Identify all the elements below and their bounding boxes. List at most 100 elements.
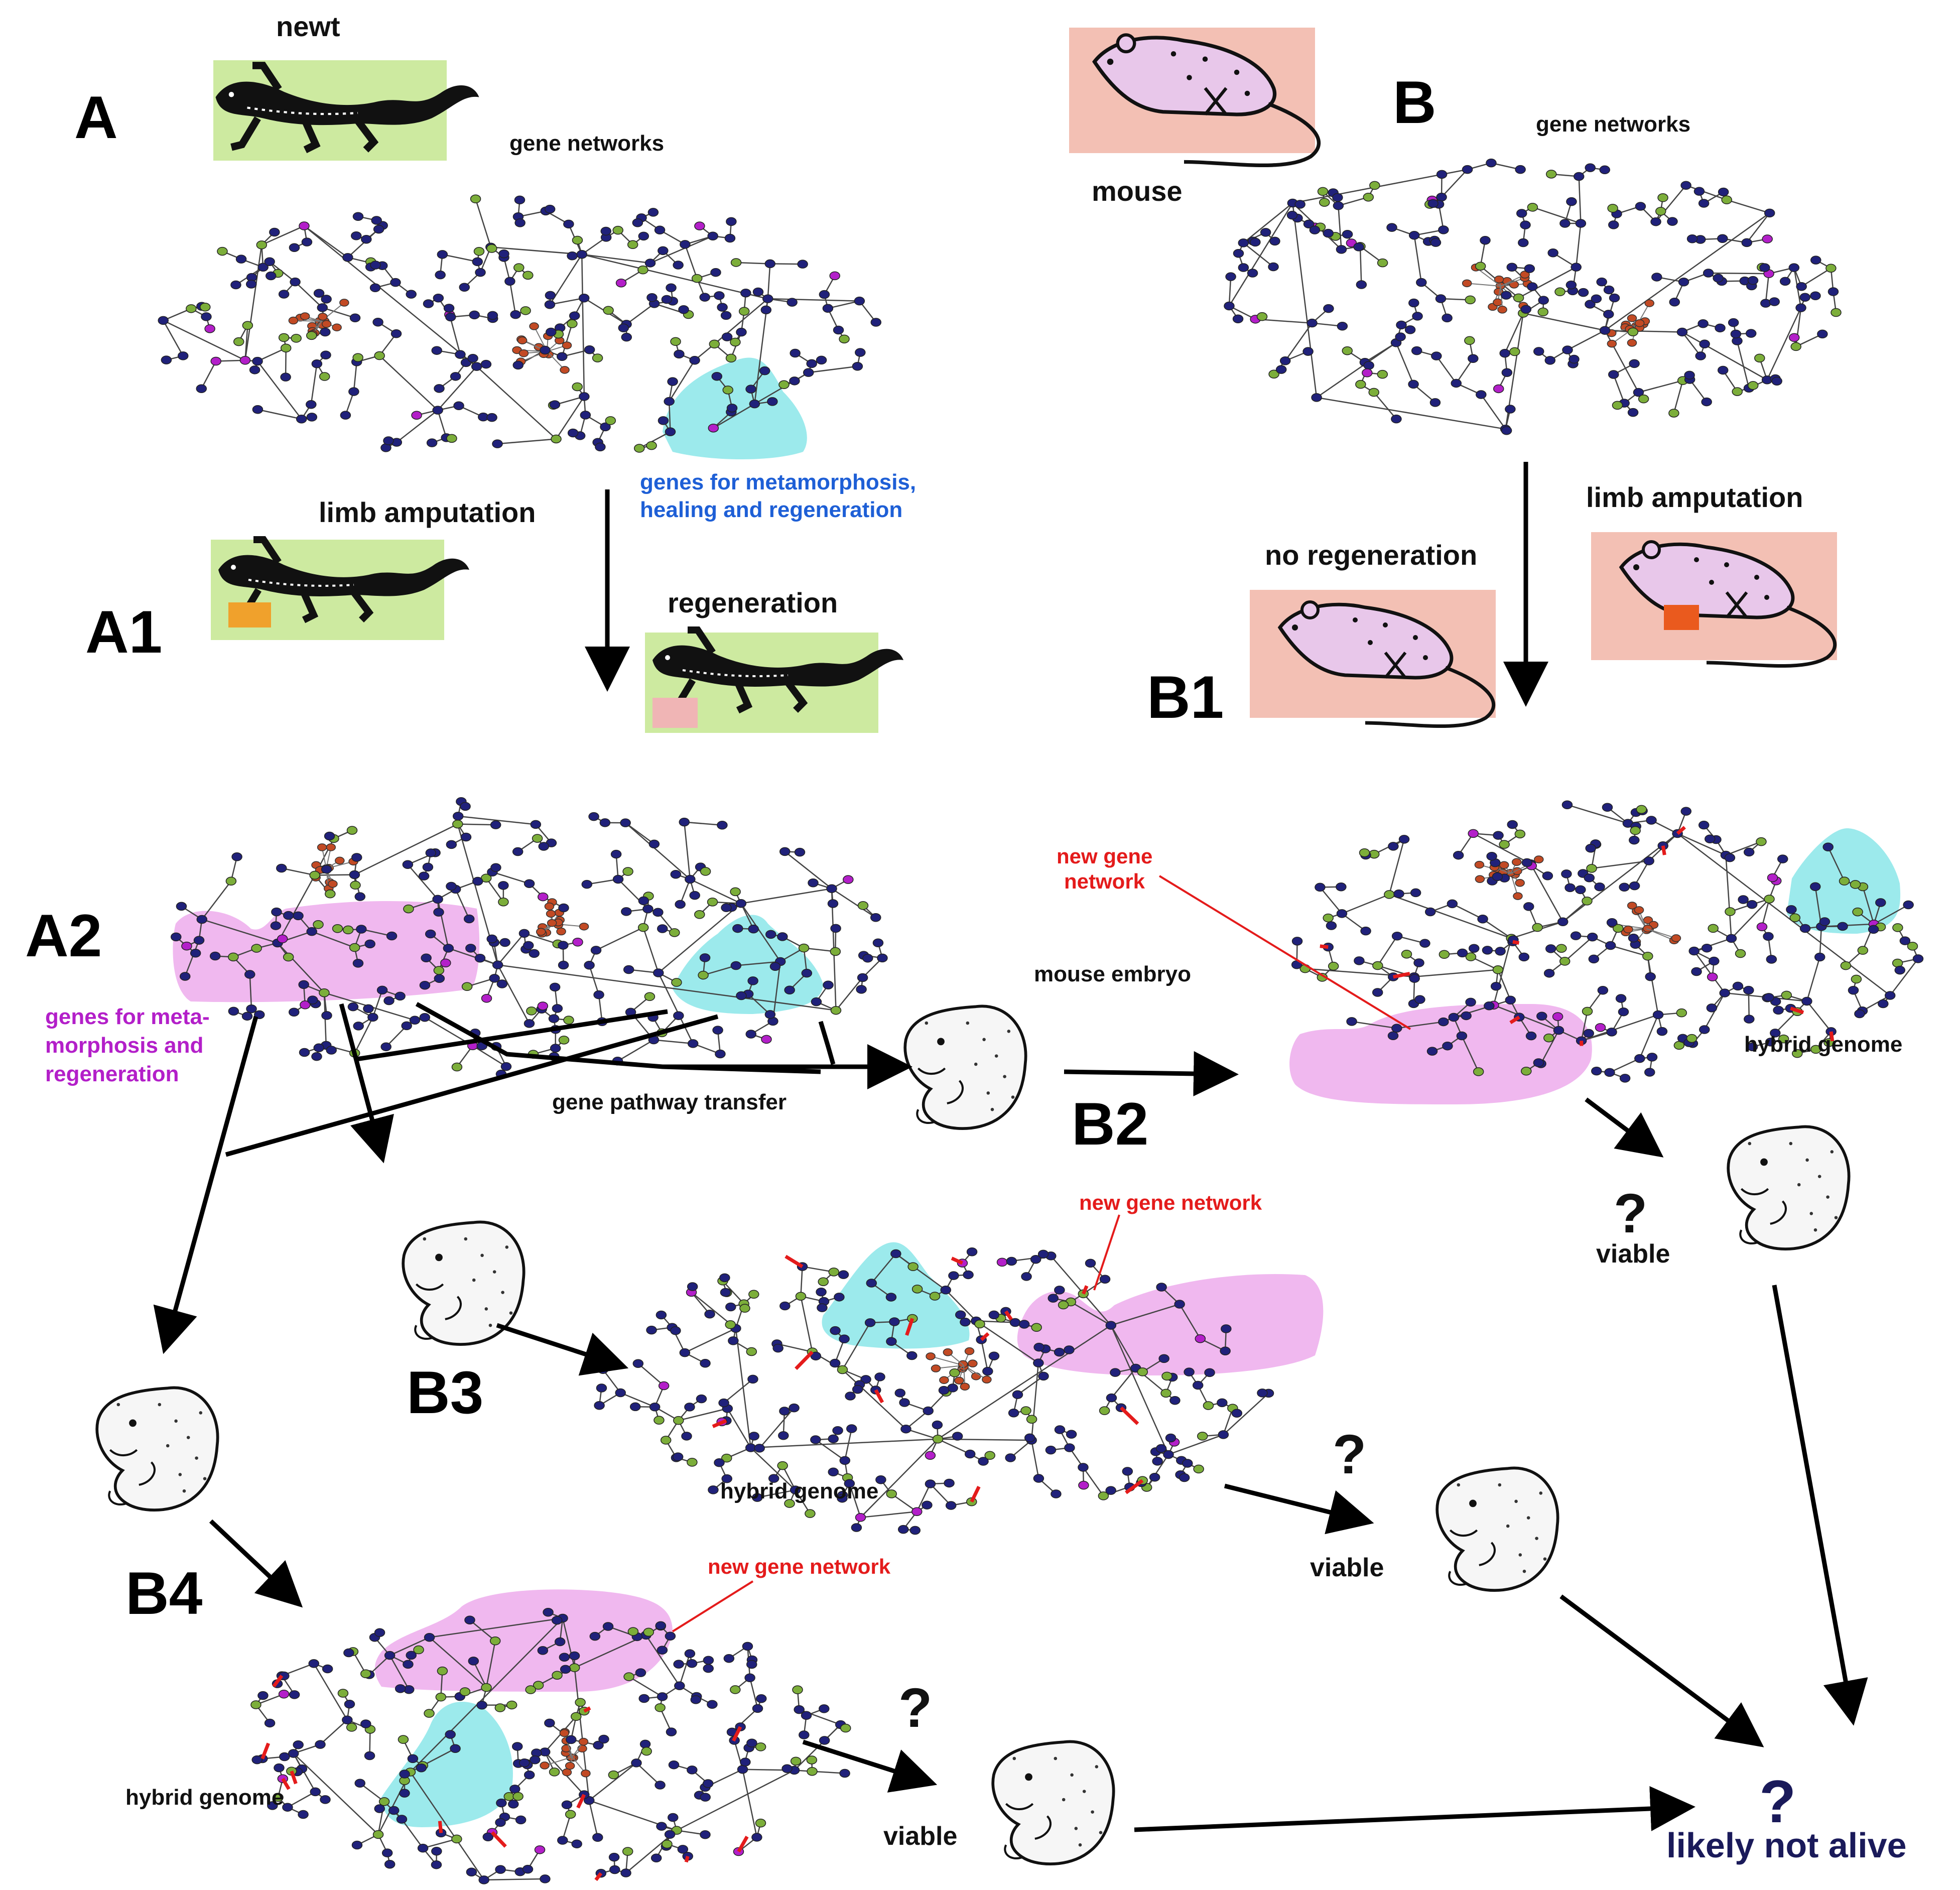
hybrid-genome-label-b2: hybrid genome bbox=[1744, 1032, 1902, 1057]
network-edge bbox=[1567, 804, 1628, 824]
gene-node bbox=[1021, 1272, 1032, 1281]
gene-node bbox=[486, 413, 497, 422]
gene-node bbox=[1033, 1342, 1044, 1352]
gene-node bbox=[764, 1010, 776, 1019]
gene-node bbox=[1767, 873, 1778, 883]
network-edge bbox=[315, 874, 355, 876]
network-edge bbox=[581, 254, 768, 300]
network-edge bbox=[617, 1039, 655, 1062]
network-edge bbox=[645, 1634, 680, 1686]
gene-node bbox=[694, 910, 705, 919]
gene-node bbox=[1492, 965, 1504, 974]
network-edge bbox=[808, 365, 858, 373]
gene-node bbox=[1054, 1286, 1065, 1295]
gene-node bbox=[257, 263, 269, 272]
gene-node bbox=[1724, 853, 1736, 862]
new-gene-network-label-b3: new gene network bbox=[1079, 1191, 1262, 1214]
network-edge bbox=[1480, 394, 1506, 430]
gene-node bbox=[1557, 917, 1569, 927]
new-link bbox=[1509, 1016, 1520, 1025]
gene-node bbox=[748, 1432, 759, 1441]
network-edge bbox=[759, 1407, 795, 1449]
gene-node bbox=[978, 1457, 989, 1466]
gene-node bbox=[657, 1692, 668, 1701]
gene-node bbox=[1404, 325, 1416, 334]
gene-node bbox=[803, 368, 814, 377]
network-edge bbox=[668, 401, 671, 432]
gene-node bbox=[1303, 219, 1315, 229]
gene-node bbox=[830, 1005, 842, 1015]
network-edge bbox=[372, 989, 383, 1018]
gene-node bbox=[1495, 947, 1506, 956]
network-edge bbox=[322, 307, 355, 319]
gene-node bbox=[411, 411, 422, 420]
gene-node bbox=[798, 943, 810, 953]
gene-node bbox=[1516, 209, 1527, 218]
gene-node bbox=[1165, 1433, 1177, 1443]
gene-node bbox=[293, 1740, 304, 1749]
gene-node bbox=[1309, 225, 1321, 234]
new-link bbox=[874, 1389, 884, 1404]
gene-node bbox=[558, 903, 569, 913]
gene-node bbox=[1584, 873, 1595, 883]
gene-node bbox=[1790, 342, 1801, 351]
network-edge bbox=[916, 1483, 931, 1512]
gene-node bbox=[311, 1052, 322, 1061]
gene-node bbox=[595, 442, 606, 452]
gene-node bbox=[735, 899, 747, 908]
network-edge bbox=[1655, 185, 1687, 222]
cyan-genes-label-line2: healing and regeneration bbox=[640, 497, 902, 522]
gene-node bbox=[561, 1800, 573, 1810]
gene-node bbox=[720, 311, 732, 320]
gene-node bbox=[1561, 869, 1572, 878]
gene-node bbox=[839, 1456, 851, 1465]
gene-node bbox=[558, 1036, 570, 1045]
gene-node bbox=[435, 1692, 447, 1702]
gene-node bbox=[703, 1656, 714, 1665]
gene-node bbox=[704, 1309, 715, 1319]
gene-node bbox=[326, 1046, 337, 1055]
panel-label-b3: B3 bbox=[407, 1359, 483, 1426]
network-edge bbox=[937, 1325, 1111, 1440]
gene-node bbox=[370, 261, 381, 270]
gene-node bbox=[746, 1660, 757, 1669]
gene-node bbox=[461, 982, 473, 991]
gene-node bbox=[1024, 1433, 1035, 1443]
network-edge bbox=[1223, 1393, 1269, 1435]
gene-node bbox=[1708, 924, 1719, 933]
gene-node bbox=[639, 1739, 651, 1749]
network-edge bbox=[304, 225, 477, 367]
gene-node bbox=[764, 259, 776, 269]
gene-node bbox=[768, 1474, 779, 1483]
gene-node bbox=[610, 849, 622, 859]
gene-node bbox=[1743, 847, 1755, 857]
hub-gene-node bbox=[546, 910, 556, 918]
gene-node bbox=[1718, 187, 1729, 197]
gene-node bbox=[468, 1657, 479, 1666]
gene-node bbox=[677, 1845, 689, 1854]
gene-node bbox=[1054, 1347, 1065, 1357]
new-link bbox=[712, 1419, 727, 1428]
gene-node bbox=[492, 960, 503, 969]
gene-node bbox=[1448, 1013, 1460, 1022]
gene-node bbox=[537, 1646, 549, 1655]
gene-node bbox=[158, 316, 169, 325]
gene-node bbox=[524, 1771, 535, 1780]
gene-node bbox=[797, 260, 808, 269]
gene-node bbox=[395, 1684, 406, 1693]
panel-label-b4: B4 bbox=[125, 1560, 203, 1627]
gene-node bbox=[1257, 1389, 1268, 1398]
gene-node bbox=[1078, 1480, 1089, 1490]
gene-node bbox=[826, 884, 837, 893]
gene-node bbox=[653, 968, 664, 977]
gene-node bbox=[1825, 264, 1837, 273]
gene-node bbox=[1064, 1345, 1075, 1354]
gene-node bbox=[1810, 256, 1821, 265]
gene-node bbox=[846, 1424, 857, 1433]
gene-node bbox=[1391, 414, 1402, 424]
gene-node bbox=[494, 1703, 506, 1712]
gene-node bbox=[1585, 163, 1596, 172]
network-edge bbox=[485, 877, 504, 903]
gene-node bbox=[301, 237, 313, 246]
gene-node bbox=[278, 1690, 290, 1699]
